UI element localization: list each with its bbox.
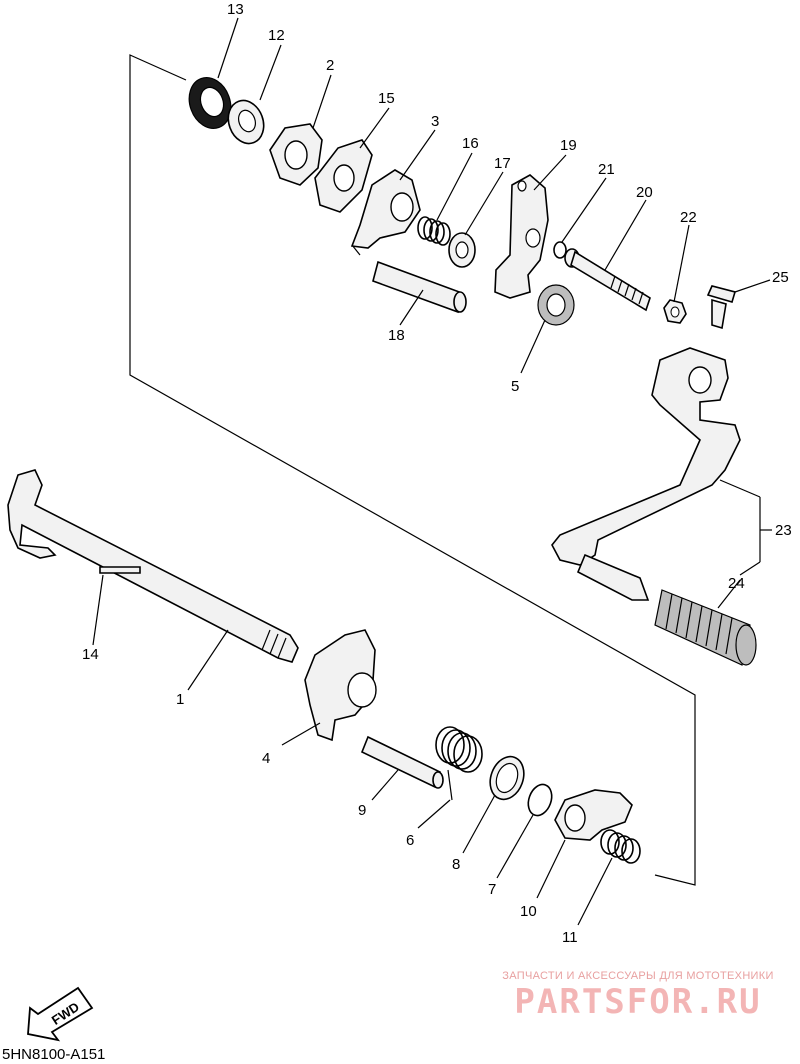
drawing-code: 5HN8100-A151 bbox=[2, 1046, 106, 1063]
part-11-spring bbox=[600, 829, 641, 864]
watermark: ЗАПЧАСТИ И АКСЕССУАРЫ ДЛЯ МОТОТЕХНИКИ PA… bbox=[488, 970, 788, 1022]
part-3-stopper-lever bbox=[350, 169, 421, 256]
part-14-pin bbox=[99, 566, 141, 574]
label-11: 11 bbox=[562, 929, 578, 946]
part-7-circlip bbox=[527, 783, 553, 817]
label-10: 10 bbox=[520, 903, 537, 920]
label-23: 23 bbox=[775, 522, 792, 539]
part-2-collar bbox=[269, 123, 323, 186]
part-21-circlip bbox=[553, 241, 567, 259]
leader-lines bbox=[92, 17, 772, 926]
label-13: 13 bbox=[227, 1, 244, 18]
part-20-bolt bbox=[564, 248, 651, 312]
part-4-shift-arm bbox=[304, 629, 377, 742]
label-4: 4 bbox=[262, 750, 270, 767]
label-17: 17 bbox=[494, 155, 511, 172]
part-17-washer bbox=[448, 232, 476, 268]
label-19: 19 bbox=[560, 137, 577, 154]
label-7: 7 bbox=[488, 881, 496, 898]
part-18-pin bbox=[372, 260, 467, 314]
part-6-torsion-spring bbox=[435, 726, 483, 801]
label-22: 22 bbox=[680, 209, 697, 226]
watermark-caption: ЗАПЧАСТИ И АКСЕССУАРЫ ДЛЯ МОТОТЕХНИКИ bbox=[502, 970, 774, 982]
label-15: 15 bbox=[378, 90, 395, 107]
label-8: 8 bbox=[452, 856, 460, 873]
part-16-spring bbox=[417, 216, 451, 246]
label-6: 6 bbox=[406, 832, 414, 849]
part-9-pin bbox=[360, 735, 444, 789]
label-12: 12 bbox=[268, 27, 285, 44]
label-25: 25 bbox=[772, 269, 789, 286]
part-labels: 13 12 2 15 3 16 17 19 21 20 22 25 18 5 2… bbox=[82, 1, 792, 946]
label-9: 9 bbox=[358, 802, 366, 819]
part-19-shift-arm bbox=[494, 174, 549, 299]
part-23-shift-pedal bbox=[551, 347, 741, 601]
part-8-washer bbox=[489, 755, 525, 801]
label-21: 21 bbox=[598, 161, 615, 178]
part-5-collar bbox=[537, 284, 575, 326]
part-22-nut bbox=[663, 299, 687, 324]
label-1: 1 bbox=[176, 691, 184, 708]
part-15-plate bbox=[314, 139, 373, 213]
fwd-arrow-icon: FWD bbox=[27, 986, 94, 1042]
assembly-outline bbox=[129, 54, 696, 886]
watermark-brand-logo: PARTSFOR.RU bbox=[514, 982, 762, 1022]
label-24: 24 bbox=[728, 575, 745, 592]
part-24-pedal-rubber bbox=[654, 589, 757, 666]
part-1-shift-shaft bbox=[7, 469, 299, 663]
label-18: 18 bbox=[388, 327, 405, 344]
label-3: 3 bbox=[431, 113, 439, 130]
part-13-oil-seal bbox=[188, 77, 232, 129]
label-16: 16 bbox=[462, 135, 479, 152]
label-2: 2 bbox=[326, 57, 334, 74]
label-20: 20 bbox=[636, 184, 653, 201]
part-12-washer bbox=[227, 99, 265, 145]
part-25-bolt bbox=[706, 285, 737, 330]
label-14: 14 bbox=[82, 646, 99, 663]
label-5: 5 bbox=[511, 378, 519, 395]
part-10-lever bbox=[554, 789, 633, 841]
